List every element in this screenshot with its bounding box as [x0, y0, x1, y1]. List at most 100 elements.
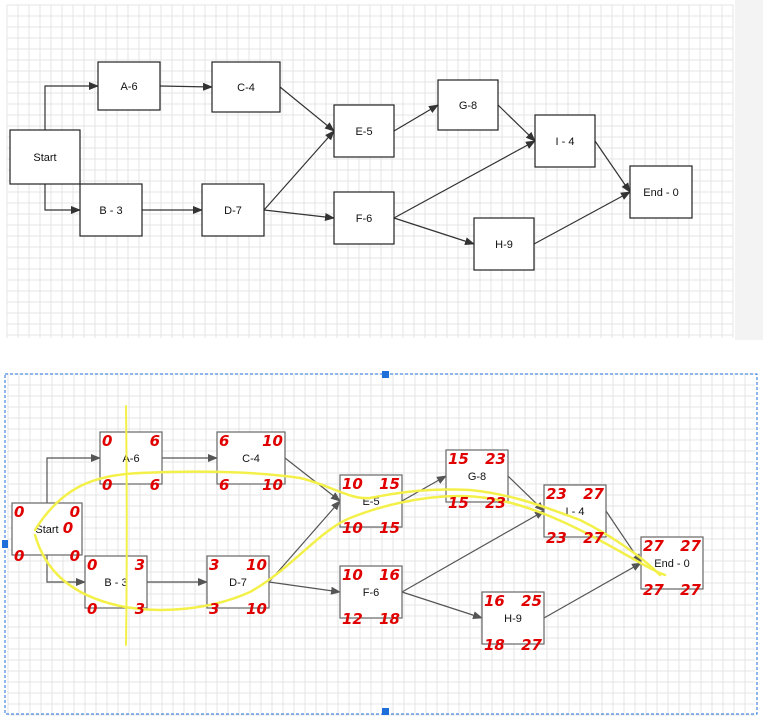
node-f-label: F-6: [356, 213, 373, 225]
node-end-box[interactable]: [640, 536, 704, 590]
annotation-start-br: 0: [70, 547, 80, 565]
node-e-box[interactable]: [333, 104, 395, 158]
node-d-box[interactable]: [206, 555, 270, 609]
node-a[interactable]: A-6: [97, 61, 161, 111]
node-start[interactable]: Start: [9, 129, 81, 185]
critical-path-highlight: [33, 494, 667, 612]
highlight-divider: [125, 405, 128, 646]
edge-d-to-e: [268, 500, 341, 583]
node-c-box[interactable]: [211, 61, 281, 113]
node-b-label: B - 3: [104, 577, 127, 589]
annotation-b-tr: 3: [135, 556, 145, 574]
node-i-label: I - 4: [556, 136, 575, 148]
annotation-c-tl: 6: [219, 432, 229, 450]
node-d-box[interactable]: [201, 183, 265, 237]
node-end[interactable]: End - 0: [640, 536, 704, 590]
annotation-h-br: 27: [521, 636, 542, 654]
node-d[interactable]: D-7: [201, 183, 265, 237]
node-g-label: G-8: [459, 100, 477, 112]
annotation-f-tr: 16: [379, 566, 400, 584]
network-diagram-canvas[interactable]: Start A-6 B - 3 C-4D-7 E-5F-6 G-8H-9 I - 4 End …: [0, 0, 763, 340]
edge-start-to-a: [46, 454, 101, 503]
annotation-h-tr: 25: [521, 592, 542, 610]
selection-border[interactable]: [4, 373, 758, 715]
node-b[interactable]: B - 3: [79, 183, 143, 237]
annotation-g-br: 23: [485, 494, 506, 512]
annotation-e-tr: 15: [379, 475, 400, 493]
node-start-label: Start: [35, 524, 58, 536]
node-h[interactable]: H-9: [473, 217, 535, 271]
edges: [46, 454, 642, 620]
annotation-b-br: 3: [135, 600, 145, 618]
node-h-box[interactable]: [473, 217, 535, 271]
node-d-label: D-7: [224, 205, 242, 217]
node-f-box[interactable]: [339, 565, 403, 619]
highlighter-strokes: [33, 405, 667, 646]
node-a-box[interactable]: [97, 61, 161, 111]
annotation-i-tr: 27: [583, 485, 604, 503]
node-c[interactable]: C-4: [211, 61, 281, 113]
node-f-label: F-6: [363, 587, 380, 599]
node-g-box[interactable]: [437, 79, 499, 131]
annotation-end-br: 27: [680, 581, 701, 599]
node-start-box[interactable]: [9, 129, 81, 185]
node-end-box[interactable]: [629, 165, 693, 219]
annotation-a-tl: 0: [102, 432, 112, 450]
node-d-label: D-7: [229, 577, 247, 589]
annotation-d-tr: 10: [246, 556, 267, 574]
edge-e-to-g: [393, 104, 439, 132]
node-i-label: I - 4: [566, 506, 585, 518]
selection-handle[interactable]: [382, 371, 389, 378]
annotation-e-br: 15: [379, 519, 400, 537]
node-h-box[interactable]: [481, 591, 545, 645]
annotation-start-tl: 0: [14, 503, 24, 521]
node-g[interactable]: G-8: [437, 79, 499, 131]
nodes: Start A-6 B - 3 C-4D-7 E-5F-6 G-8H-9 I - 4 End …: [9, 61, 693, 271]
annotation-a-tr: 6: [150, 432, 160, 450]
node-i[interactable]: I - 4: [534, 114, 596, 168]
node-g-label: G-8: [468, 471, 486, 483]
selection-handle[interactable]: [382, 708, 389, 715]
side-scroll-area: [735, 0, 763, 340]
node-a-label: A-6: [122, 453, 139, 465]
annotation-end-tl: 27: [643, 537, 664, 555]
node-e[interactable]: E-5: [333, 104, 395, 158]
edges: [44, 82, 631, 246]
edge-h-to-end: [543, 562, 642, 619]
node-h[interactable]: H-9: [481, 591, 545, 645]
selection-handle[interactable]: [2, 540, 8, 548]
node-end[interactable]: End - 0: [629, 165, 693, 219]
node-b-box[interactable]: [79, 183, 143, 237]
annotation-c-br: 10: [262, 476, 283, 494]
annotation-end-bl: 27: [643, 581, 664, 599]
edge-start-to-b: [46, 555, 86, 586]
edge-g-to-i: [497, 104, 536, 142]
edge-d-to-f: [263, 209, 335, 221]
annotation-f-bl: 12: [342, 610, 363, 628]
edge-f-to-h: [401, 591, 483, 620]
annotation-b-tl: 0: [87, 556, 97, 574]
node-h-label: H-9: [495, 239, 513, 251]
annotation-g-bl: 15: [448, 494, 469, 512]
annotation-b-bl: 0: [87, 600, 97, 618]
node-f-box[interactable]: [333, 191, 395, 245]
node-b-label: B - 3: [99, 205, 122, 217]
node-f[interactable]: F-6: [333, 191, 395, 245]
node-end-label: End - 0: [654, 558, 689, 570]
annotation-i-bl: 23: [546, 529, 567, 547]
annotation-h-tl: 16: [484, 592, 505, 610]
edge-e-to-g: [401, 475, 447, 502]
annotation-end-tr: 27: [680, 537, 701, 555]
critical-path-highlight: [33, 470, 662, 577]
annotation-d-br: 10: [246, 600, 267, 618]
annotation-i-br: 27: [583, 529, 604, 547]
annotation-g-tr: 23: [485, 450, 506, 468]
node-d[interactable]: D-7: [206, 555, 270, 609]
edge-a-to-c: [159, 82, 213, 91]
node-i-box[interactable]: [534, 114, 596, 168]
edge-h-to-end: [533, 191, 631, 245]
node-f[interactable]: F-6: [339, 565, 403, 619]
